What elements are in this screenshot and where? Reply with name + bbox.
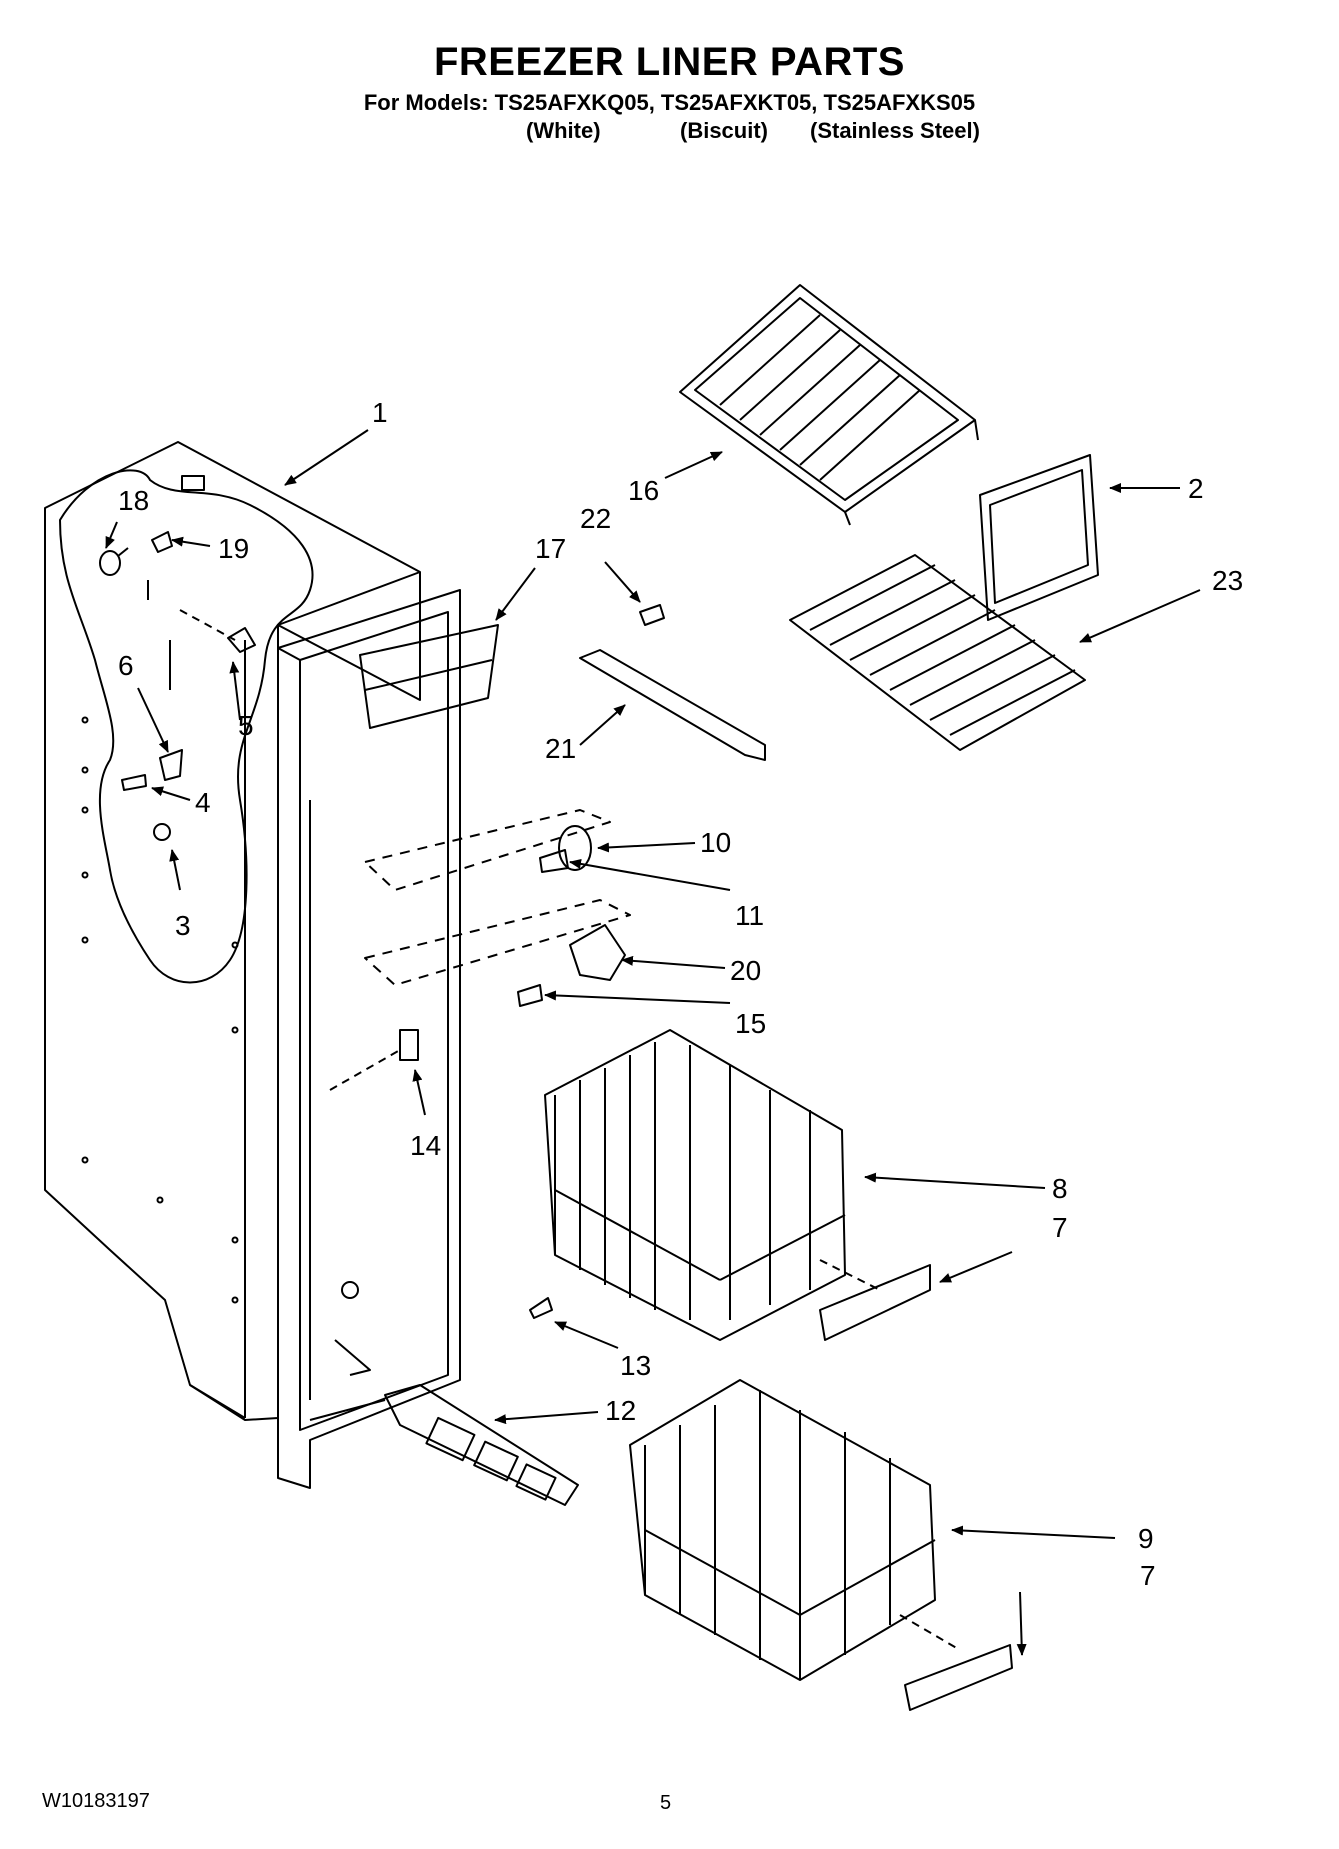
callout-17: 17 xyxy=(535,533,566,564)
callout-21: 21 xyxy=(545,733,576,764)
callout-7-upper: 7 xyxy=(1052,1212,1068,1243)
models-line: For Models: TS25AFXKQ05, TS25AFXKT05, TS… xyxy=(363,90,976,115)
part-12-bracket xyxy=(384,1384,579,1506)
part-13-screw xyxy=(529,1297,553,1319)
callout-5: 5 xyxy=(238,710,254,741)
basket-8 xyxy=(544,1029,846,1341)
basket-trim-7b xyxy=(904,1644,1013,1711)
callout-3: 3 xyxy=(175,910,191,941)
callout-11: 11 xyxy=(735,900,764,931)
light-bulb xyxy=(99,550,121,576)
callout-18: 18 xyxy=(118,485,149,516)
screw-22 xyxy=(639,604,665,626)
callout-20: 20 xyxy=(730,955,761,986)
basket-9 xyxy=(629,1379,936,1681)
document-code: W10183197 xyxy=(42,1790,150,1812)
part-5-clip xyxy=(227,627,256,653)
callout-7-lower: 7 xyxy=(1140,1560,1156,1591)
callout-15: 15 xyxy=(735,1008,766,1039)
freezer-liner xyxy=(44,441,421,1421)
callout-1: 1 xyxy=(372,397,388,428)
callout-4: 4 xyxy=(195,787,211,818)
callout-23: 23 xyxy=(1212,565,1243,596)
callout-12: 12 xyxy=(605,1395,636,1426)
shelf-16 xyxy=(679,284,979,526)
part-6-bracket xyxy=(159,749,183,781)
shelf-rail-21 xyxy=(579,649,766,761)
color-biscuit: (Biscuit) xyxy=(680,118,768,143)
callout-6: 6 xyxy=(118,650,134,681)
part-15-screw xyxy=(517,984,543,1007)
part-3-screw xyxy=(153,823,171,841)
part-10-bushing xyxy=(558,825,592,871)
callout-10: 10 xyxy=(700,827,731,858)
part-4-screw xyxy=(121,774,147,791)
callout-16: 16 xyxy=(628,475,659,506)
callout-2: 2 xyxy=(1188,473,1204,504)
callout-14: 14 xyxy=(410,1130,441,1161)
page-title: FREEZER LINER PARTS xyxy=(433,40,905,84)
callout-13: 13 xyxy=(620,1350,651,1381)
callout-9: 9 xyxy=(1138,1523,1154,1554)
basket-trim-7a xyxy=(819,1264,931,1341)
callout-8: 8 xyxy=(1052,1173,1068,1204)
part-11-screw xyxy=(539,849,569,873)
liner-front-frame xyxy=(277,589,461,1489)
callout-22: 22 xyxy=(580,503,611,534)
color-stainless-steel: (Stainless Steel) xyxy=(810,118,980,143)
part-20-hinge xyxy=(569,924,626,981)
wire-shelf-23 xyxy=(789,554,1086,751)
color-white: (White) xyxy=(526,118,601,143)
callout-19: 19 xyxy=(218,533,249,564)
part-14-switch xyxy=(399,1029,419,1061)
air-duct-cover xyxy=(359,624,499,729)
page-number: 5 xyxy=(660,1792,672,1814)
shelf-trim-2 xyxy=(979,454,1099,621)
light-socket xyxy=(151,531,173,553)
